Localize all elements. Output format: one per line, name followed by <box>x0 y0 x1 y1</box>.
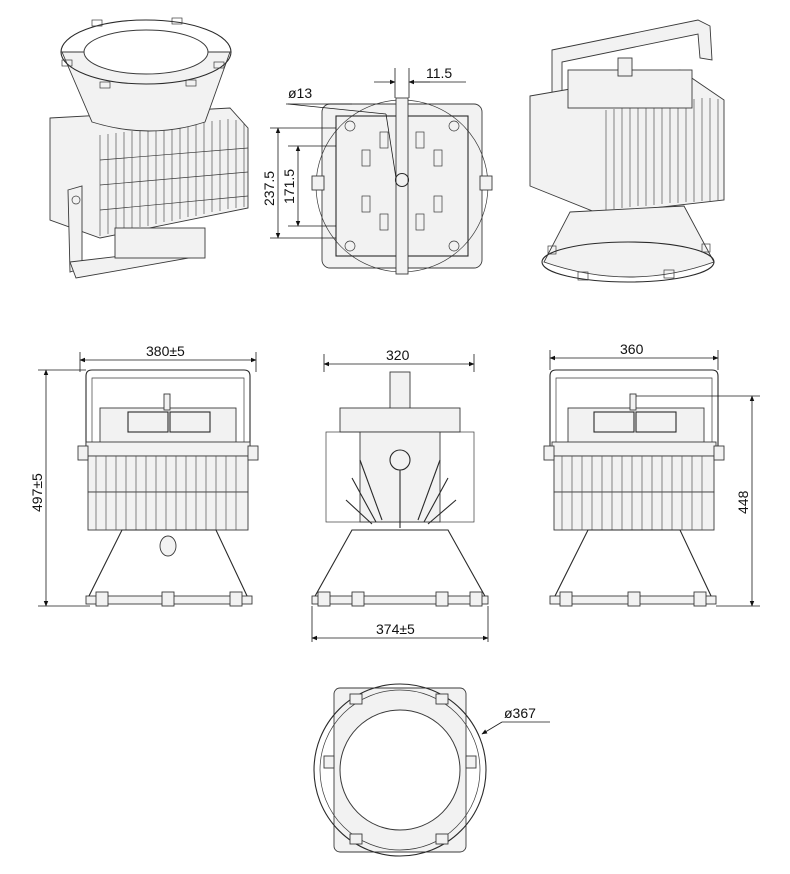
front-view <box>311 371 489 607</box>
bottom-dimensions: ø367 <box>481 705 550 735</box>
iso-view-lens-up <box>49 17 249 279</box>
iso-view-lens-down <box>529 19 725 283</box>
dim-front-width: 320 <box>386 347 410 363</box>
side-right-dimensions: 360 448 <box>549 341 760 607</box>
top-view-dimensions: 11.5 ø13 237.5 171.5 <box>261 65 466 239</box>
side-view-left <box>77 369 259 607</box>
dim-side-right-width: 360 <box>620 341 644 357</box>
dim-top-height-inner: 171.5 <box>281 169 297 204</box>
front-dimensions: 320 374±5 <box>311 347 489 642</box>
side-left-fins <box>95 456 237 530</box>
side-right-fins <box>561 456 703 530</box>
dim-side-left-width: 380±5 <box>146 343 185 359</box>
heatsink-fins <box>99 119 245 236</box>
side-left-dimensions: 380±5 497±5 <box>29 343 257 607</box>
dim-bottom-diameter: ø367 <box>504 705 536 721</box>
dim-side-right-height: 448 <box>735 490 751 514</box>
bottom-view <box>313 683 487 857</box>
dim-side-left-height: 497±5 <box>29 473 45 512</box>
heatsink-fins-right <box>605 98 719 210</box>
dim-front-base: 374±5 <box>376 621 415 637</box>
dim-hole-diameter: ø13 <box>288 85 312 101</box>
front-rods <box>345 459 457 528</box>
dim-top-height-outer: 237.5 <box>261 171 277 206</box>
dim-top-width: 11.5 <box>426 65 452 81</box>
top-view-mounting-plate <box>311 97 493 275</box>
plate-slots <box>344 120 460 252</box>
side-view-right <box>543 369 725 607</box>
